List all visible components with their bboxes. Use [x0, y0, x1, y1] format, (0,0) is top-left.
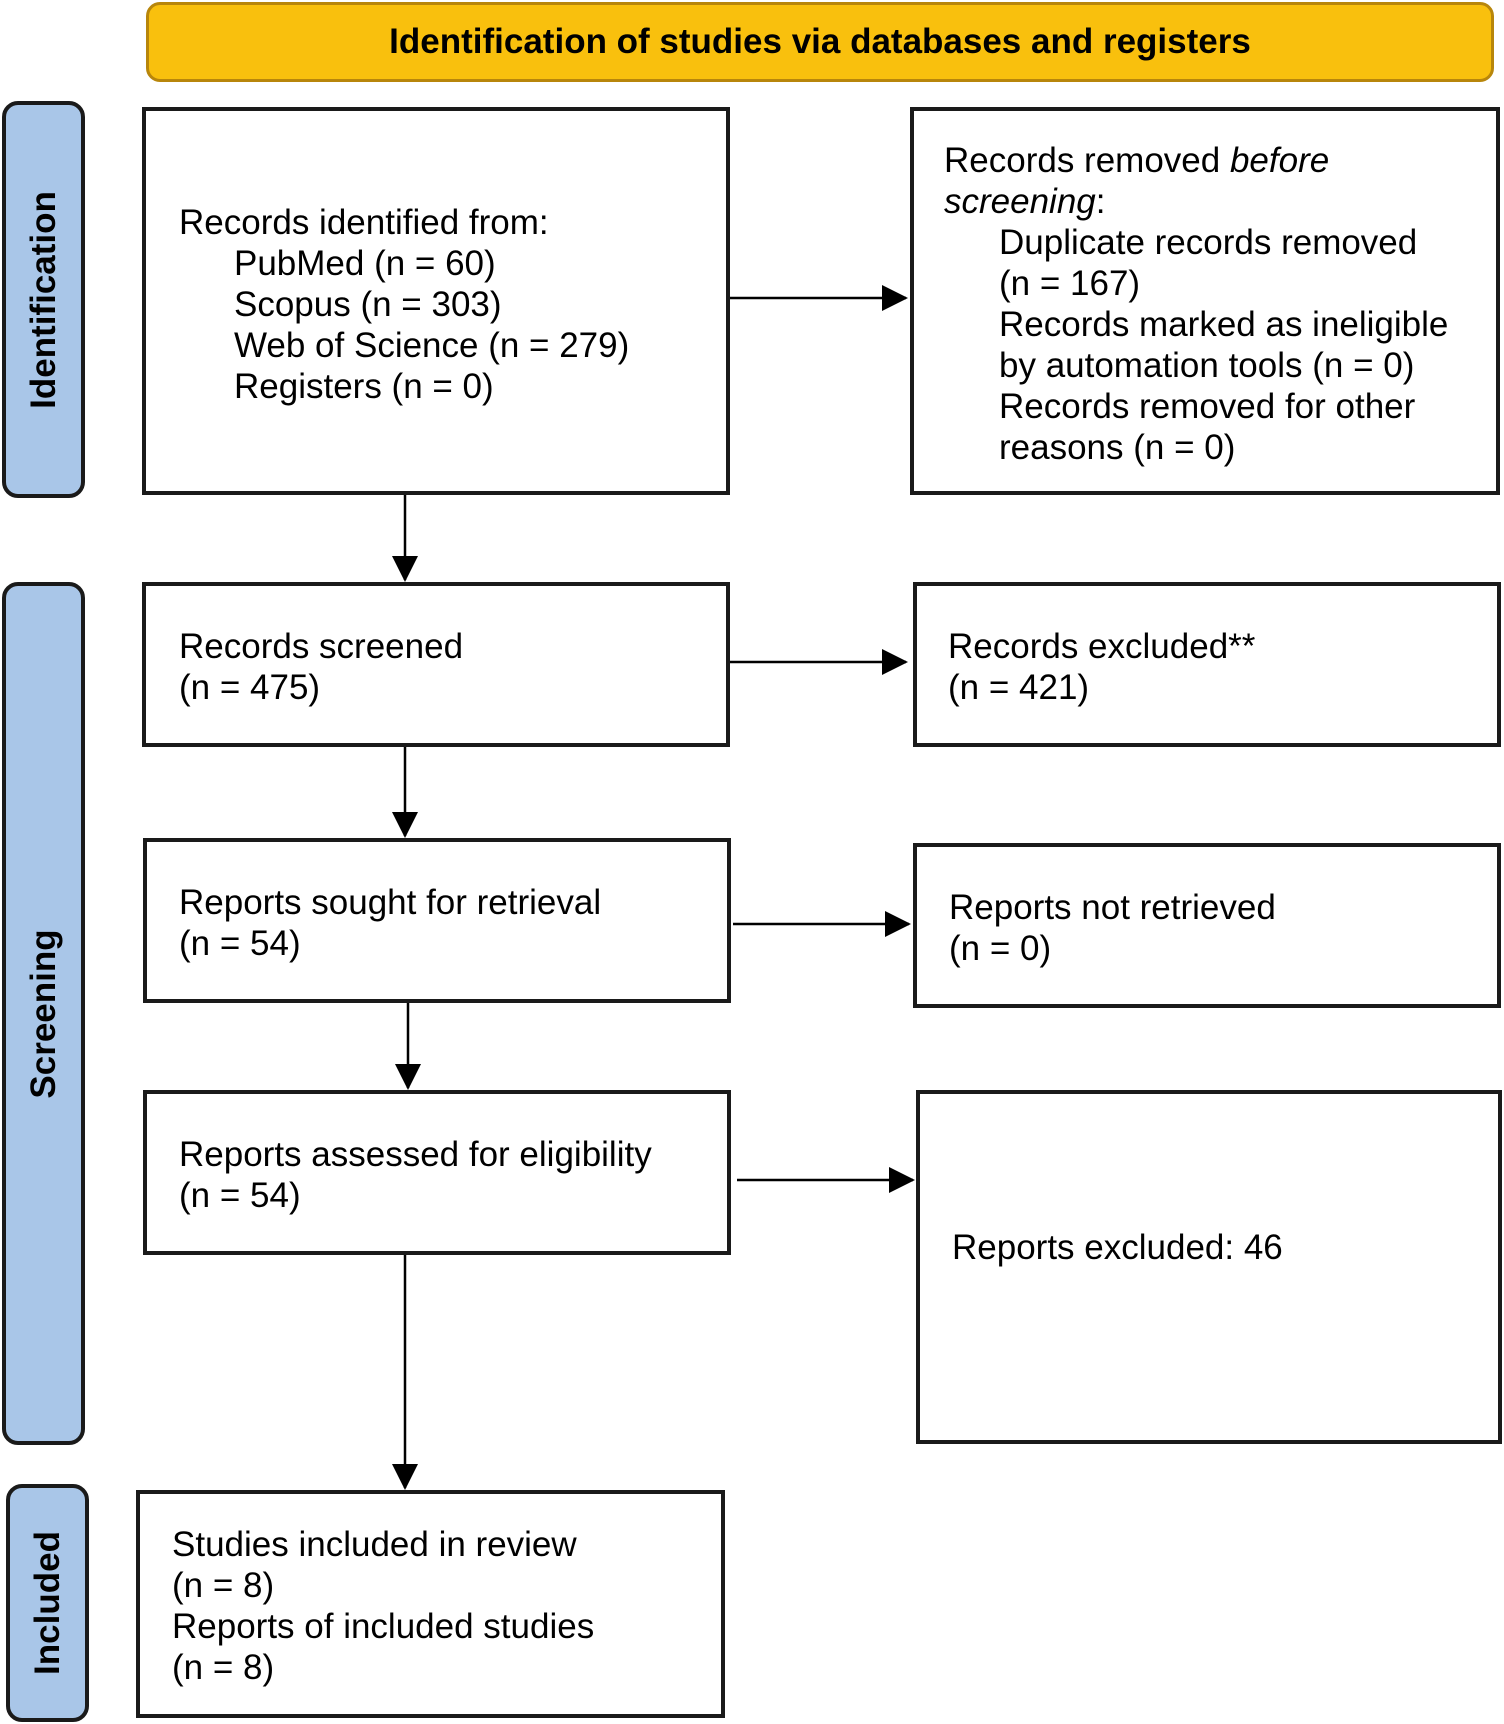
- records-identified-text: Records identified from: PubMed (n = 60)…: [179, 202, 629, 407]
- source-pubmed: PubMed (n = 60): [234, 244, 496, 283]
- studies-included-box: Studies included in review (n = 8) Repor…: [136, 1490, 725, 1718]
- source-registers: Registers (n = 0): [234, 367, 494, 406]
- records-removed-heading-line2: screening:: [944, 181, 1448, 222]
- reports-sought-text: Reports sought for retrieval (n = 54): [179, 882, 601, 964]
- other-removed-label: Records removed for other: [999, 387, 1416, 426]
- records-removed-box: Records removed before screening: Duplic…: [910, 107, 1500, 495]
- ineligible-records-count: by automation tools (n = 0): [999, 346, 1415, 385]
- records-screened-label: Records screened: [179, 627, 464, 666]
- reports-assessed-label: Reports assessed for eligibility: [179, 1135, 652, 1174]
- records-removed-heading-prefix: Records removed: [944, 141, 1230, 180]
- phase-included: Included: [6, 1484, 89, 1722]
- other-removed-count: reasons (n = 0): [999, 428, 1236, 467]
- reports-excluded-text: Reports excluded: 46: [952, 1227, 1283, 1268]
- identification-banner: Identification of studies via databases …: [146, 2, 1494, 82]
- reports-excluded-label: Reports excluded: 46: [952, 1228, 1283, 1267]
- reports-included-count: (n = 8): [172, 1648, 275, 1687]
- records-screened-box: Records screened (n = 475): [142, 582, 730, 747]
- duplicate-records-count: (n = 167): [999, 264, 1141, 303]
- duplicate-records-label: Duplicate records removed: [999, 223, 1418, 262]
- reports-assessed-box: Reports assessed for eligibility (n = 54…: [143, 1090, 731, 1255]
- phase-identification: Identification: [2, 101, 85, 498]
- reports-sought-box: Reports sought for retrieval (n = 54): [143, 838, 731, 1003]
- records-excluded-count: (n = 421): [948, 668, 1090, 707]
- reports-not-retrieved-box: Reports not retrieved (n = 0): [913, 843, 1501, 1008]
- phase-screening: Screening: [2, 582, 85, 1445]
- studies-included-label: Studies included in review: [172, 1525, 577, 1564]
- records-removed-heading: Records removed before: [944, 140, 1448, 181]
- records-excluded-text: Records excluded** (n = 421): [948, 626, 1255, 708]
- records-identified-box: Records identified from: PubMed (n = 60)…: [142, 107, 730, 495]
- reports-assessed-text: Reports assessed for eligibility (n = 54…: [179, 1134, 652, 1216]
- records-identified-heading: Records identified from:: [179, 203, 549, 242]
- records-excluded-label: Records excluded**: [948, 627, 1256, 666]
- reports-included-label: Reports of included studies: [172, 1607, 595, 1646]
- records-removed-text: Records removed before screening: Duplic…: [944, 140, 1448, 468]
- records-screened-text: Records screened (n = 475): [179, 626, 463, 708]
- reports-not-retrieved-label: Reports not retrieved: [949, 888, 1276, 927]
- source-web-of-science: Web of Science (n = 279): [234, 326, 630, 365]
- reports-sought-label: Reports sought for retrieval: [179, 883, 602, 922]
- reports-sought-count: (n = 54): [179, 924, 301, 963]
- records-removed-heading-emphasis-2: screening: [944, 182, 1096, 221]
- reports-not-retrieved-count: (n = 0): [949, 929, 1052, 968]
- reports-not-retrieved-text: Reports not retrieved (n = 0): [949, 887, 1276, 969]
- records-removed-heading-suffix: :: [1095, 182, 1106, 221]
- studies-included-text: Studies included in review (n = 8) Repor…: [172, 1524, 594, 1688]
- records-removed-heading-emphasis-1: before: [1229, 141, 1330, 180]
- banner-title: Identification of studies via databases …: [389, 22, 1251, 61]
- records-screened-count: (n = 475): [179, 668, 321, 707]
- reports-excluded-box: Reports excluded: 46: [916, 1090, 1502, 1444]
- studies-included-count: (n = 8): [172, 1566, 275, 1605]
- source-scopus: Scopus (n = 303): [234, 285, 502, 324]
- ineligible-records-label: Records marked as ineligible: [999, 305, 1449, 344]
- records-excluded-box: Records excluded** (n = 421): [913, 582, 1501, 747]
- reports-assessed-count: (n = 54): [179, 1176, 301, 1215]
